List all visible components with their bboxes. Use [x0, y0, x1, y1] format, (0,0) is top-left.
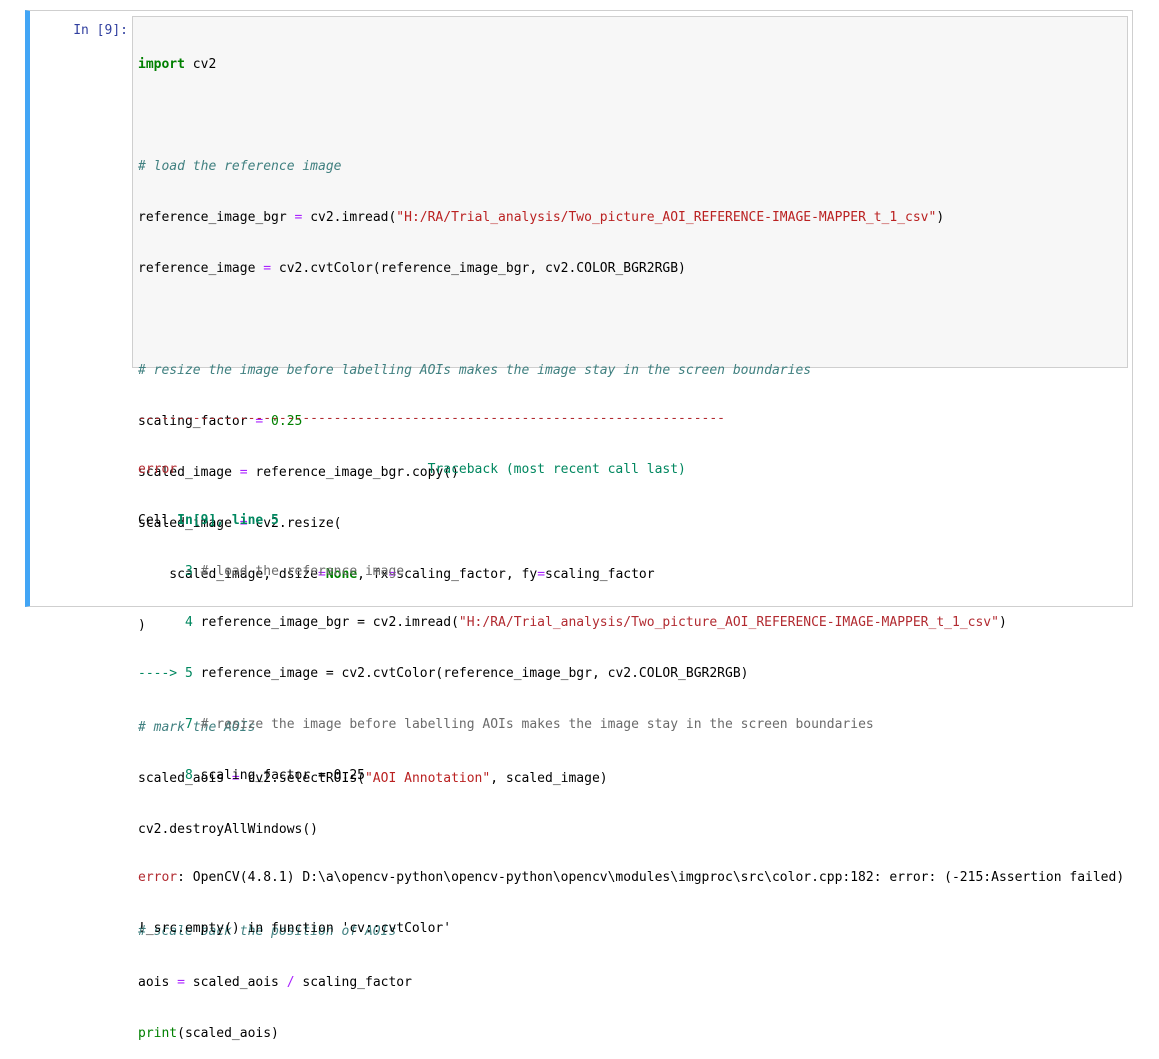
code-text: ) — [936, 210, 945, 225]
code-text: scaling_factor — [138, 414, 256, 429]
traceback-line-4: 4 reference_image_bgr = cv2.imread("H:/R… — [138, 614, 1128, 631]
code-text: cv2.resize( — [247, 516, 342, 531]
line-number: 8 — [138, 768, 201, 783]
traceback-header: error Traceback (most recent call last) — [138, 461, 1128, 478]
code-number: 0.25 — [263, 414, 303, 429]
code-line-5: reference_image = cv2.cvtColor(reference… — [138, 260, 1123, 277]
code-text: reference_image_bgr — [138, 210, 295, 225]
line-number: 4 — [138, 615, 201, 630]
cell-ref: In[9], line 5 — [177, 513, 279, 528]
code-line-20: print(scaled_aois) — [138, 1025, 1123, 1042]
code-text: (scaled_aois) — [177, 1026, 279, 1041]
code-text: scaling_factor, fy — [396, 567, 538, 582]
keyword: import — [138, 57, 185, 72]
code-text: cv2.imread( — [302, 210, 397, 225]
code-line-9: scaled_image = reference_image_bgr.copy(… — [138, 464, 1123, 481]
code-line-11: scaled_image, dsize=None, fx=scaling_fac… — [138, 566, 1123, 583]
code-text: , fx — [357, 567, 389, 582]
traceback-line-8: 8 scaling_factor = 0.25 — [138, 767, 1128, 784]
traceback-line-7: 7 # resize the image before labelling AO… — [138, 716, 1128, 733]
cell-prefix: Cell — [138, 513, 178, 528]
code-text: scaled_aois — [184, 975, 287, 990]
code-text: aois — [138, 975, 178, 990]
arrow-indicator: ----> 5 — [138, 666, 201, 681]
code-line-4: reference_image_bgr = cv2.imread("H:/RA/… — [138, 209, 1123, 226]
operator: = — [239, 516, 248, 531]
line-number: 3 — [138, 564, 201, 579]
code-line-10: scaled_image = cv2.resize( — [138, 515, 1123, 532]
traceback-line-3: 3 # load the reference image — [138, 563, 1128, 580]
traceback-comment: # load the reference image — [200, 564, 405, 579]
code-string: "H:/RA/Trial_analysis/Two_picture_AOI_RE… — [396, 210, 937, 225]
code-line-7: # resize the image before labelling AOIs… — [138, 362, 1123, 379]
keyword: None — [325, 567, 358, 582]
input-prompt: In [9]: — [73, 23, 128, 38]
traceback-separator: ----------------------------------------… — [138, 411, 725, 426]
code-text: reference_image_bgr.copy() — [247, 465, 459, 480]
code-line-1: import cv2 — [138, 56, 1123, 73]
code-text: scaling_factor — [294, 975, 412, 990]
traceback-label: Traceback (most recent call last) — [427, 462, 686, 477]
operator: = — [177, 975, 185, 990]
line-number: 7 — [138, 717, 201, 732]
operator: = — [318, 567, 326, 582]
header-spacer — [177, 462, 427, 477]
operator: / — [286, 975, 295, 990]
code-line-8: scaling_factor = 0.25 — [138, 413, 1123, 430]
operator: = — [263, 261, 272, 276]
error-message: : OpenCV(4.8.1) D:\a\opencv-python\openc… — [177, 870, 1125, 885]
traceback-code: reference_image = cv2.cvtColor(reference… — [200, 666, 749, 681]
error-message-line-1: error: OpenCV(4.8.1) D:\a\opencv-python\… — [138, 869, 1128, 886]
builtin-function: print — [138, 1026, 178, 1041]
code-text: scaled_image, dsize — [138, 567, 319, 582]
code-line-6 — [138, 311, 1123, 328]
code-comment: # resize the image before labelling AOIs… — [138, 363, 812, 378]
code-line-3: # load the reference image — [138, 158, 1123, 175]
code-text: cv2.cvtColor(reference_image_bgr, cv2.CO… — [271, 261, 686, 276]
traceback-code: ) — [998, 615, 1007, 630]
traceback-code: scaling_factor = 0.25 — [200, 768, 365, 783]
code-text: reference_image — [138, 261, 264, 276]
error-name: error — [138, 462, 178, 477]
traceback-blank — [138, 818, 1128, 835]
code-input-area[interactable] — [132, 16, 1128, 368]
code-text: scaled_image — [138, 465, 240, 480]
error-label: error — [138, 870, 178, 885]
code-text: cv2 — [184, 57, 217, 72]
traceback-code: reference_image_bgr = cv2.imread( — [200, 615, 459, 630]
operator: = — [255, 414, 264, 429]
traceback-line-5: ----> 5 reference_image = cv2.cvtColor(r… — [138, 665, 1128, 682]
operator: = — [537, 567, 546, 582]
code-comment: # load the reference image — [138, 159, 342, 174]
code-line-19: aois = scaled_aois / scaling_factor — [138, 974, 1123, 991]
error-message-line-2: !_src.empty() in function 'cv::cvtColor' — [138, 921, 452, 936]
cell-output[interactable]: ----------------------------------------… — [138, 376, 1128, 954]
operator: = — [239, 465, 248, 480]
code-text: scaled_image — [138, 516, 240, 531]
code-text: scaling_factor — [545, 567, 655, 582]
traceback-string: "H:/RA/Trial_analysis/Two_picture_AOI_RE… — [458, 615, 999, 630]
traceback-cell-ref: Cell In[9], line 5 — [138, 512, 1128, 529]
operator: = — [294, 210, 303, 225]
operator: = — [388, 567, 397, 582]
traceback-comment: # resize the image before labelling AOIs… — [200, 717, 874, 732]
code-line-2 — [138, 107, 1123, 124]
